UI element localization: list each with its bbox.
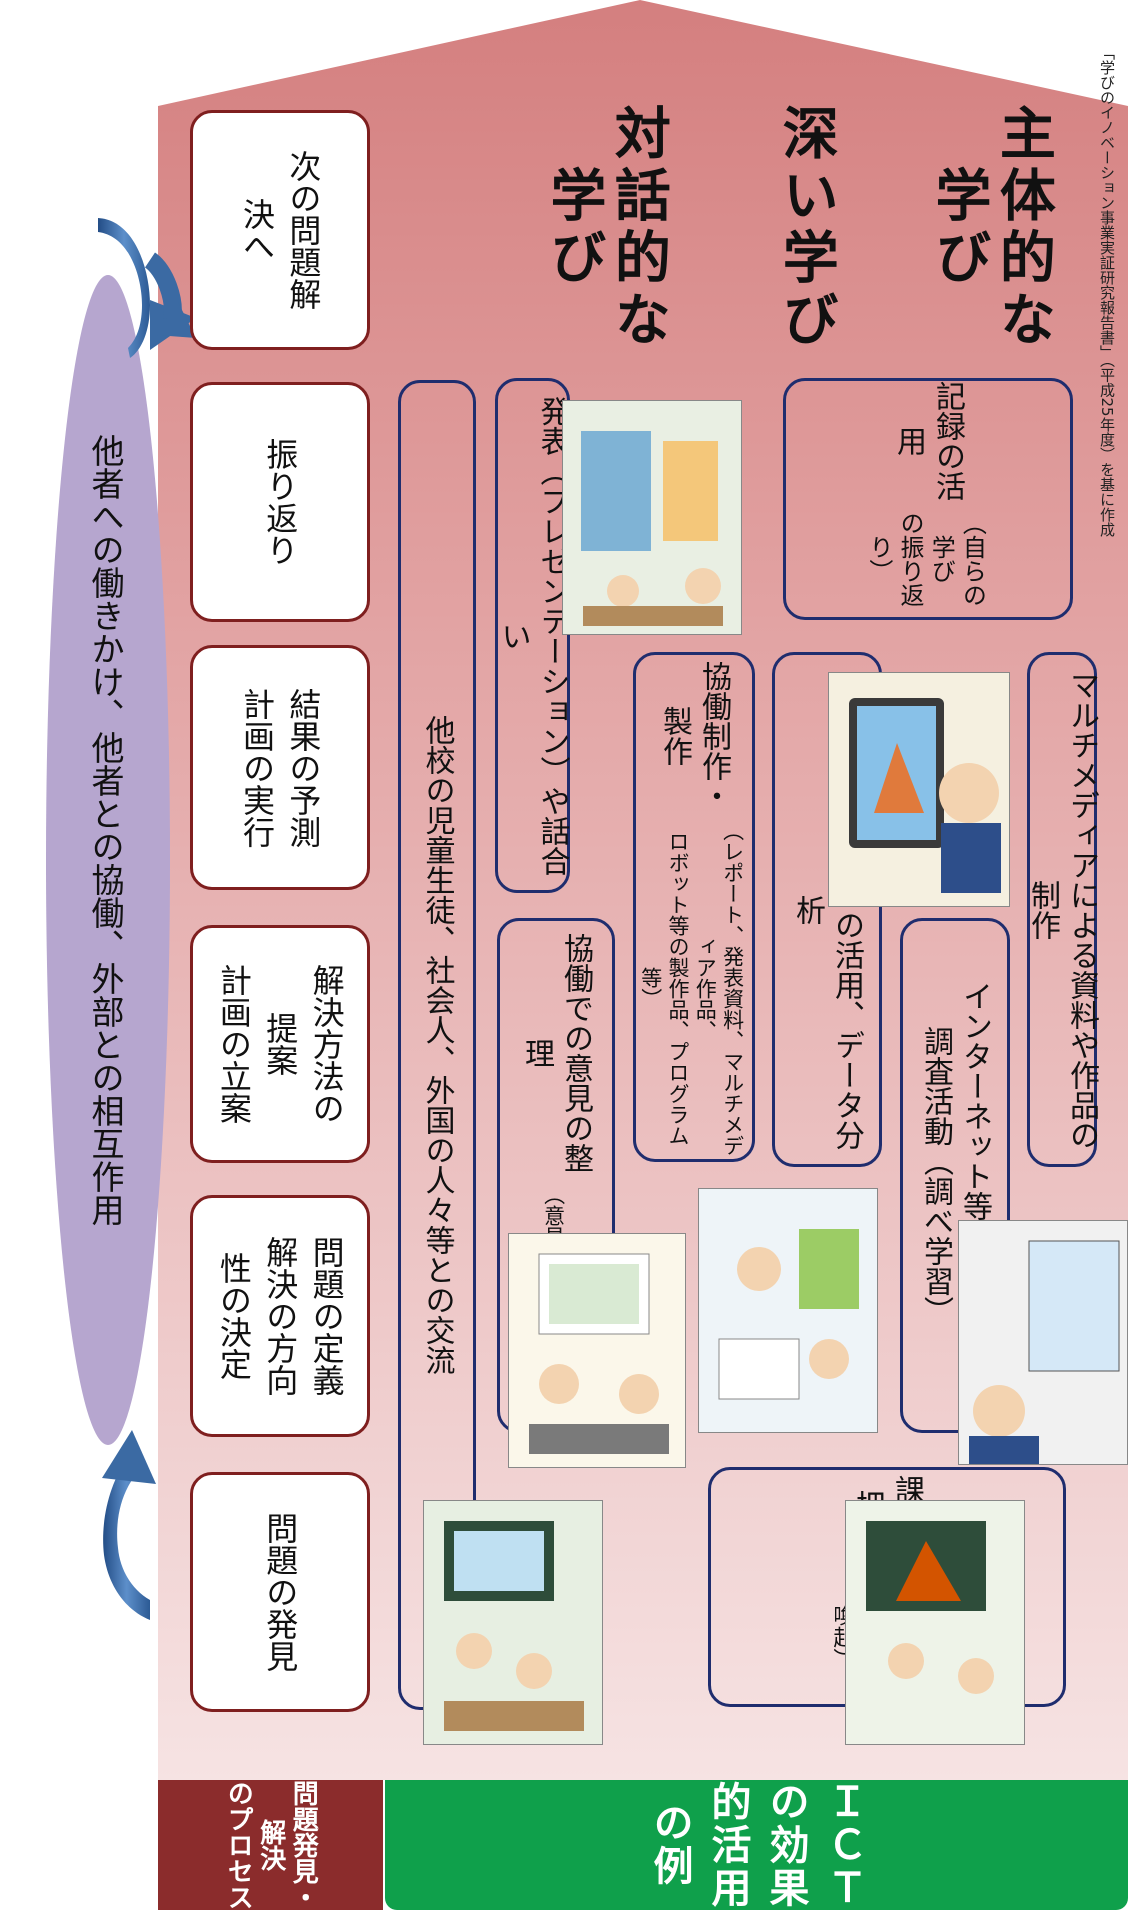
box-records: 記録の活用 （自らの学び の振り返り） — [783, 378, 1073, 620]
cycle-label: 他者への働きかけ、他者との協働、外部との相互作用 — [86, 434, 125, 1226]
step-problem-definition: 問題の定義 解決の方向 性の決定 — [190, 1195, 370, 1437]
records-title: 記録の活用 — [891, 381, 965, 502]
source-note: 「学びのイノベーション事業実証研究報告書」（平成25年度）を基に作成 — [1098, 45, 1116, 537]
box-exchange: 他校の児童生徒、社会人、外国の人々等との交流 — [398, 380, 476, 1710]
coproduce-title: 協働制作・製作 — [657, 661, 731, 812]
process-label: 問題発見・解決 のプロセス — [158, 1780, 383, 1910]
issue-illustration — [845, 1500, 1025, 1745]
step-result-prediction: 結果の予測 計画の実行 — [190, 645, 370, 890]
presentation-illustration — [562, 400, 742, 635]
exchange-illustration — [423, 1500, 603, 1745]
box-research: インターネット等を活用した 調査活動（調べ学習） — [900, 918, 1010, 1433]
ict-label-text: ＩＣＴの効果的活用の例 — [646, 1780, 867, 1910]
process-label-text: 問題発見・解決 のプロセス — [223, 1780, 319, 1910]
box-coproduce: 協働制作・製作 （レポート、発表資料、マルチメディア作品、 ロボット等の製作品、… — [633, 652, 755, 1162]
organize-title: 協働での意見の整理 — [519, 932, 593, 1173]
step-reflection: 振り返り — [190, 382, 370, 622]
learning-dialogic: 対話的な 学び — [541, 103, 671, 352]
coproduce-illustration — [698, 1188, 878, 1433]
research-illustration — [958, 1220, 1128, 1465]
box-multimedia: マルチメディアによる資料や作品の制作 — [1025, 652, 1099, 1167]
box-presentation: 発表（プレゼンテーション）や話合い — [495, 378, 570, 893]
simulation-illustration — [828, 672, 1010, 907]
learning-proactive: 主体的な 学び — [926, 103, 1056, 352]
records-sub: （自らの学び の振り返り） — [864, 511, 987, 608]
learning-deep: 深い学び — [773, 103, 839, 352]
coproduce-sub: （レポート、発表資料、マルチメディア作品、 ロボット等の製作品、プログラム等） — [638, 820, 745, 1157]
step-solution-proposal: 解決方法の 提案 計画の立案 — [190, 925, 370, 1163]
organize-illustration — [508, 1233, 686, 1468]
step-problem-discovery: 問題の発見 — [190, 1472, 370, 1712]
step-next-problem: 次の問題解 決へ — [190, 110, 370, 350]
ict-label: ＩＣＴの効果的活用の例 — [385, 1780, 1128, 1910]
